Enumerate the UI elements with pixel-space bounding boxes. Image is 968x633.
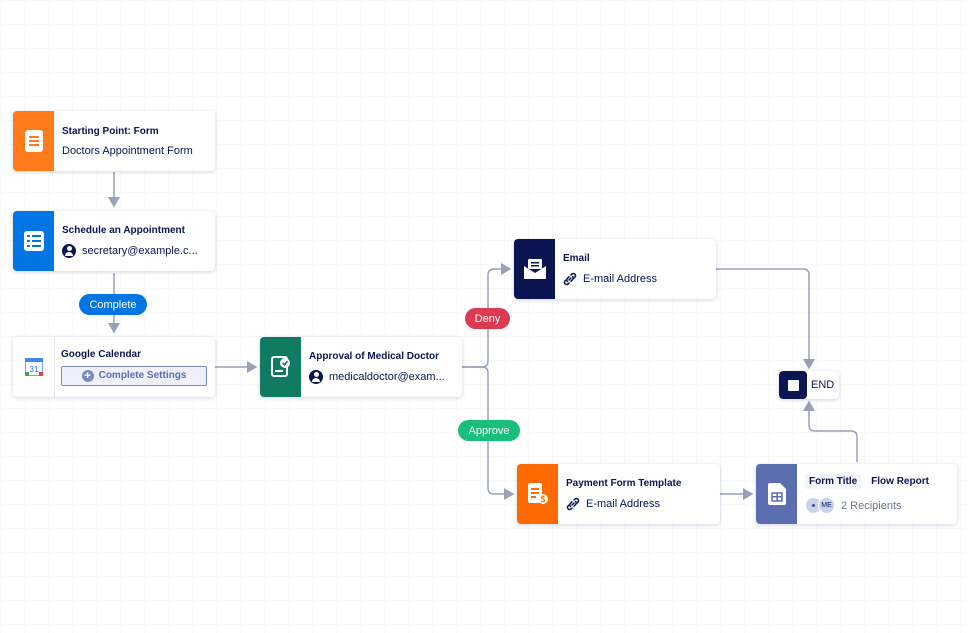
node-subtitle: ⚭ ME 2 Recipients bbox=[805, 497, 949, 514]
node-approval-medical-doctor[interactable]: Approval of Medical Doctor medicaldoctor… bbox=[260, 337, 462, 397]
svg-text:31: 31 bbox=[29, 365, 38, 374]
complete-condition-label[interactable]: Complete bbox=[79, 294, 147, 315]
complete-settings-button[interactable]: + Complete Settings bbox=[61, 365, 207, 386]
stop-icon bbox=[779, 371, 807, 399]
node-end[interactable]: END bbox=[779, 371, 839, 399]
edge-report-end bbox=[803, 400, 858, 462]
node-starting-form[interactable]: Starting Point: Form Doctors Appointment… bbox=[13, 111, 215, 171]
user-icon bbox=[62, 243, 76, 258]
node-title: Approval of Medical Doctor bbox=[309, 350, 440, 362]
node-title: Schedule an Appointment bbox=[62, 224, 185, 236]
node-title: Google Calendar bbox=[61, 348, 142, 360]
plus-icon: + bbox=[81, 369, 94, 382]
node-flow-report[interactable]: Form Title Flow Report ⚭ ME 2 Recipients bbox=[756, 464, 957, 524]
node-google-calendar[interactable]: 31 Google Calendar + Complete Settings bbox=[13, 337, 215, 397]
node-schedule-appointment[interactable]: Schedule an Appointment secretary@exampl… bbox=[13, 211, 215, 271]
node-title: Starting Point: Form bbox=[62, 125, 159, 137]
google-calendar-icon: 31 bbox=[13, 337, 55, 397]
envelope-icon bbox=[514, 239, 555, 299]
svg-text:$: $ bbox=[540, 495, 545, 504]
form-icon bbox=[13, 111, 54, 171]
recipient-chips: ⚭ ME bbox=[805, 497, 835, 514]
report-icon bbox=[756, 464, 797, 524]
node-title: Flow Report bbox=[871, 476, 929, 487]
node-subtitle: medicaldoctor@exam... bbox=[309, 369, 454, 384]
node-subtitle: E-mail Address bbox=[566, 497, 712, 511]
node-title: Payment Form Template bbox=[566, 477, 682, 489]
recipient-avatar: ME bbox=[818, 497, 835, 514]
list-icon bbox=[13, 211, 54, 271]
form-title-tag: Form Title bbox=[805, 474, 862, 489]
node-subtitle: Doctors Appointment Form bbox=[62, 144, 193, 157]
edge-email-end bbox=[716, 268, 815, 370]
node-subtitle: secretary@example.c... bbox=[62, 243, 207, 258]
node-email[interactable]: Email E-mail Address bbox=[514, 239, 716, 299]
payment-form-icon: $ bbox=[517, 464, 558, 524]
node-title: Email bbox=[563, 252, 590, 264]
approve-condition-label[interactable]: Approve bbox=[458, 420, 520, 441]
approval-icon bbox=[260, 337, 301, 397]
link-icon bbox=[566, 497, 580, 510]
user-icon bbox=[309, 369, 323, 384]
end-label: END bbox=[811, 379, 835, 391]
report-header: Form Title Flow Report bbox=[805, 474, 949, 489]
link-icon bbox=[563, 272, 577, 285]
deny-condition-label[interactable]: Deny bbox=[465, 308, 510, 329]
node-subtitle: E-mail Address bbox=[563, 272, 708, 286]
node-payment-form-template[interactable]: $ Payment Form Template E-mail Address bbox=[517, 464, 720, 524]
